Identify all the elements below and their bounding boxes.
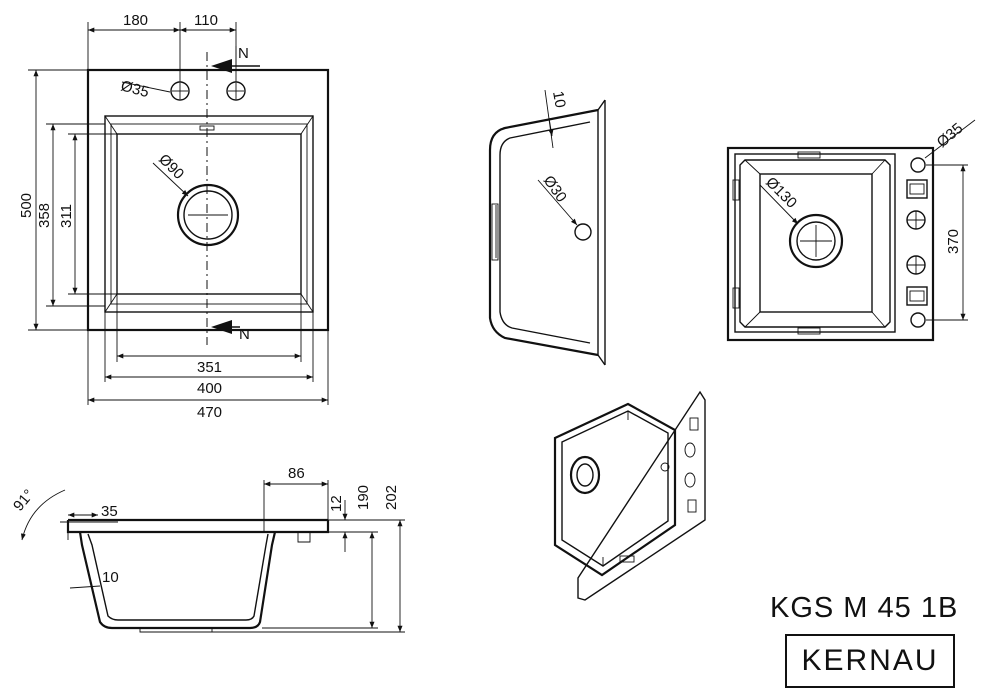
dim-358: 358 [36,203,53,228]
dim-500: 500 [18,193,35,218]
waste-outlet-under [788,213,844,269]
wall-thickness-label: 10 [549,90,569,109]
dim-190: 190 [355,485,372,510]
svg-text:N: N [238,45,249,62]
waste-outlet [176,183,240,247]
dim-180: 180 [123,12,148,29]
bowl-outer [104,115,314,313]
svg-text:N: N [239,326,250,343]
side-section: Ø30 10 [488,90,606,366]
dim-400: 400 [197,380,222,397]
dim-351: 351 [197,359,222,376]
dim-12: 12 [328,495,345,512]
dim-470: 470 [197,404,222,421]
front-section: 91° 35 86 12 190 202 10 [10,465,405,633]
sink-outline [86,68,330,332]
isometric-view [553,390,706,601]
north-arrow-bottom: N [211,320,250,343]
dim-370: 370 [945,229,962,254]
model-name: KGS M 45 1B [770,592,959,624]
north-arrow-top: N [211,45,260,73]
angle-label: 91° [10,486,38,514]
dim-110: 110 [194,12,218,29]
waste-diameter-label: Ø90 [155,151,187,183]
dim-311: 311 [58,204,75,228]
dim-202: 202 [383,485,400,510]
dim-35: 35 [101,503,118,520]
overflow-diameter-label: Ø30 [540,173,570,206]
overflow-hole [574,223,592,241]
dim-86: 86 [288,465,305,482]
top-view: Ø90 Ø35 N N 180 110 500 358 [18,12,330,421]
tap-hole-under-label: Ø35 [934,120,967,151]
bowl-inner [116,133,302,295]
brand-logo: KERNAU [785,634,955,688]
tap-hole-diameter-label: Ø35 [119,77,151,101]
underside-view: Ø130 Ø35 370 [726,119,976,342]
wall-thickness-front-label: 10 [102,569,119,586]
brand-name: KERNAU [801,644,939,677]
